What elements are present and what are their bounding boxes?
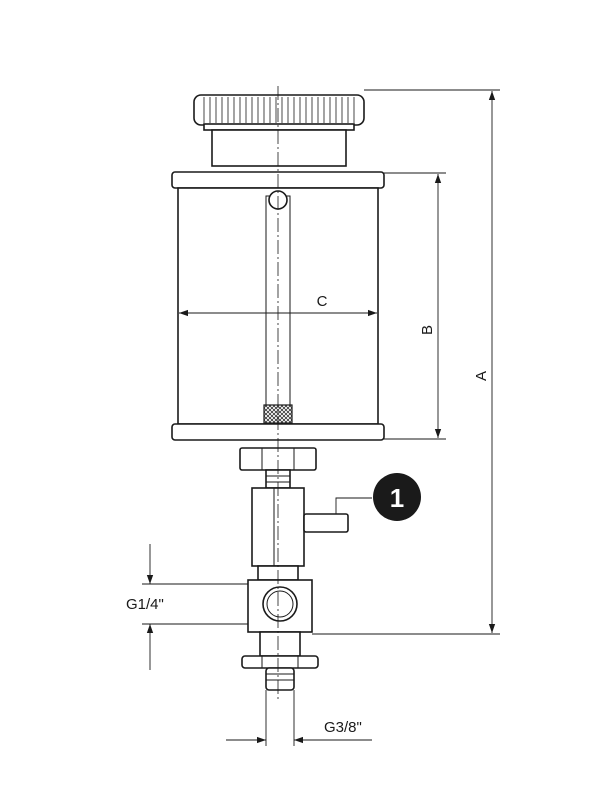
callout-1: 1: [335, 473, 421, 521]
dimension-label-a: A: [473, 371, 490, 381]
connector-block: [247, 579, 313, 657]
dimension-label-b: B: [419, 325, 436, 335]
inlet-port: [262, 586, 298, 622]
knurled-cap: [193, 94, 365, 167]
valve-body: [251, 487, 349, 581]
dimension-outlet-thread: G3/8": [226, 690, 372, 746]
callout-badge: [373, 473, 421, 521]
lower-fitting: [239, 447, 317, 489]
dimension-c: C: [179, 293, 377, 317]
dimension-b: B: [384, 172, 446, 440]
outlet-nipple: [241, 655, 319, 691]
dimension-a: A: [312, 89, 500, 635]
dimension-inlet-thread: G1/4": [126, 544, 248, 670]
inlet-thread-label: G1/4": [126, 596, 164, 613]
callout-number: 1: [390, 483, 404, 513]
dimension-label-c: C: [317, 293, 328, 310]
valve-lever: [303, 513, 349, 533]
outlet-thread-label: G3/8": [324, 719, 362, 736]
